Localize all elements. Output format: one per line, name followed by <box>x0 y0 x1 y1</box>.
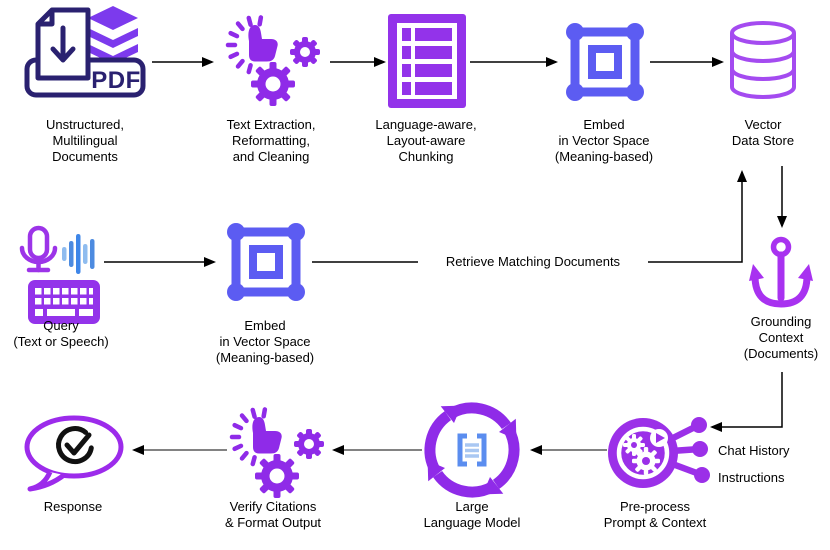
flow-connectors <box>104 57 787 455</box>
label-documents: Unstructured, Multilingual Documents <box>45 117 125 164</box>
label-grounding: Grounding Context (Documents) <box>743 314 819 361</box>
label-vector-store: Vector Data Store <box>731 117 795 148</box>
play-icon <box>656 433 665 443</box>
pdf-documents-icon: PDF <box>24 6 146 98</box>
label-extraction: Text Extraction, Reformatting, and Clean… <box>226 117 316 164</box>
database-icon <box>730 21 796 99</box>
label-query: Query (Text or Speech) <box>13 318 109 349</box>
query-icon <box>19 225 100 324</box>
llm-cycle-icon <box>428 406 517 495</box>
label-llm: Large Language Model <box>423 499 521 530</box>
embed-vector-icon <box>566 23 644 101</box>
embed-query-icon <box>227 223 305 301</box>
label-preprocess: Pre-process Prompt & Context <box>603 499 707 530</box>
microphone-icon <box>19 225 58 273</box>
anchor-icon <box>749 236 813 308</box>
chunking-icon <box>388 14 466 108</box>
download-arrow-icon <box>50 25 76 63</box>
preprocess-icon <box>608 417 710 488</box>
verify-citations-icon <box>232 409 324 498</box>
checkmark-icon <box>56 426 94 465</box>
arrow-retrieve-to-store <box>648 170 747 263</box>
label-embed-query: Embed in Vector Space (Meaning-based) <box>215 318 315 365</box>
label-chunking: Language-aware, Layout-aware Chunking <box>375 117 477 164</box>
arrow-grounding-to-preprocess <box>710 372 783 432</box>
label-embed-index: Embed in Vector Space (Meaning-based) <box>554 117 654 164</box>
label-chat-history: Chat History <box>718 443 790 458</box>
label-verify: Verify Citations & Format Output <box>224 499 322 530</box>
label-instructions: Instructions <box>718 470 785 485</box>
brackets-icon <box>457 433 487 467</box>
text-extraction-icon <box>228 17 320 106</box>
pdf-badge-text: PDF <box>91 67 141 94</box>
waveform-icon <box>62 234 95 274</box>
keyboard-icon <box>28 280 100 324</box>
label-retrieve-edge: Retrieve Matching Documents <box>445 254 621 269</box>
response-bubble-icon <box>24 415 124 492</box>
layers-stack-icon <box>88 6 138 64</box>
label-response: Response <box>43 499 103 514</box>
